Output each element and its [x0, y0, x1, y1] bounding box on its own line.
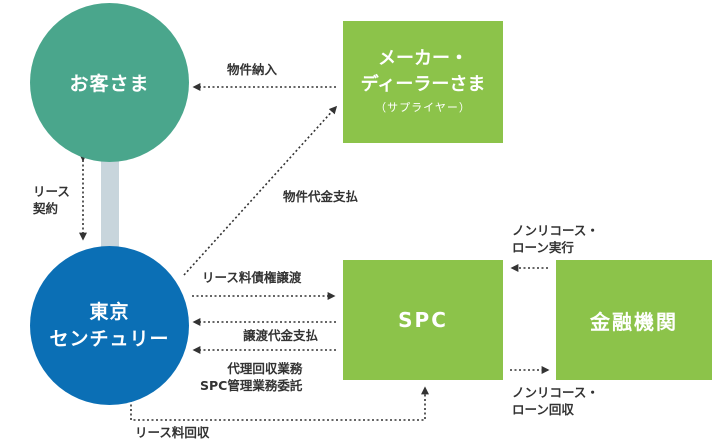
receivable-transfer-label: リース料債権譲渡	[202, 270, 302, 285]
supplier-label-line-2: ディーラーさま	[360, 74, 486, 95]
tcl-label-line-2: センチュリー	[49, 327, 170, 350]
lease-contract-label: リース 契約	[33, 183, 70, 217]
spc-label: SPC	[398, 308, 448, 332]
supplier-label-line-1: メーカー・	[378, 48, 468, 69]
lease-collection-arrow	[130, 386, 429, 421]
goods-delivery-label: 物件納入	[227, 62, 278, 77]
customer-node: お客さま	[30, 3, 189, 162]
loan-recovery-label-line-2: ローン回収	[512, 402, 574, 417]
tcl-label-line-1: 東京	[89, 300, 130, 323]
bank-label: 金融機関	[590, 309, 678, 334]
customer-label: お客さま	[69, 73, 150, 95]
spc-node: SPC	[343, 260, 503, 380]
agent-services-label: 代理回収業務 SPC管理業務委託	[200, 360, 302, 394]
transfer-payment-label: 譲渡代金支払	[243, 328, 319, 343]
contract-connector-bar	[101, 155, 119, 255]
lease-contract-label-line-2: 契約	[33, 201, 59, 216]
loan-execution-label-line-2: ローン実行	[512, 240, 574, 255]
agent-services-label-line-1: 代理回収業務	[227, 361, 303, 376]
tokyo-century-node: 東京 センチュリー	[30, 246, 189, 405]
supplier-sublabel: （サプライヤー）	[375, 101, 471, 114]
lease-contract-label-line-1: リース	[33, 184, 70, 199]
lease-collection-label: リース料回収	[135, 425, 210, 440]
goods-payment-arrow	[183, 105, 338, 276]
loan-execution-label: ノンリコース・ ローン実行	[512, 222, 599, 256]
bank-node: 金融機関	[556, 260, 712, 380]
loan-recovery-label: ノンリコース・ ローン回収	[512, 384, 599, 418]
goods-payment-label: 物件代金支払	[283, 189, 359, 204]
supplier-node: メーカー・ ディーラーさま （サプライヤー）	[343, 21, 503, 143]
loan-recovery-label-line-1: ノンリコース・	[512, 385, 599, 400]
loan-execution-label-line-1: ノンリコース・	[512, 223, 599, 238]
agent-services-label-line-2: SPC管理業務委託	[200, 378, 303, 393]
